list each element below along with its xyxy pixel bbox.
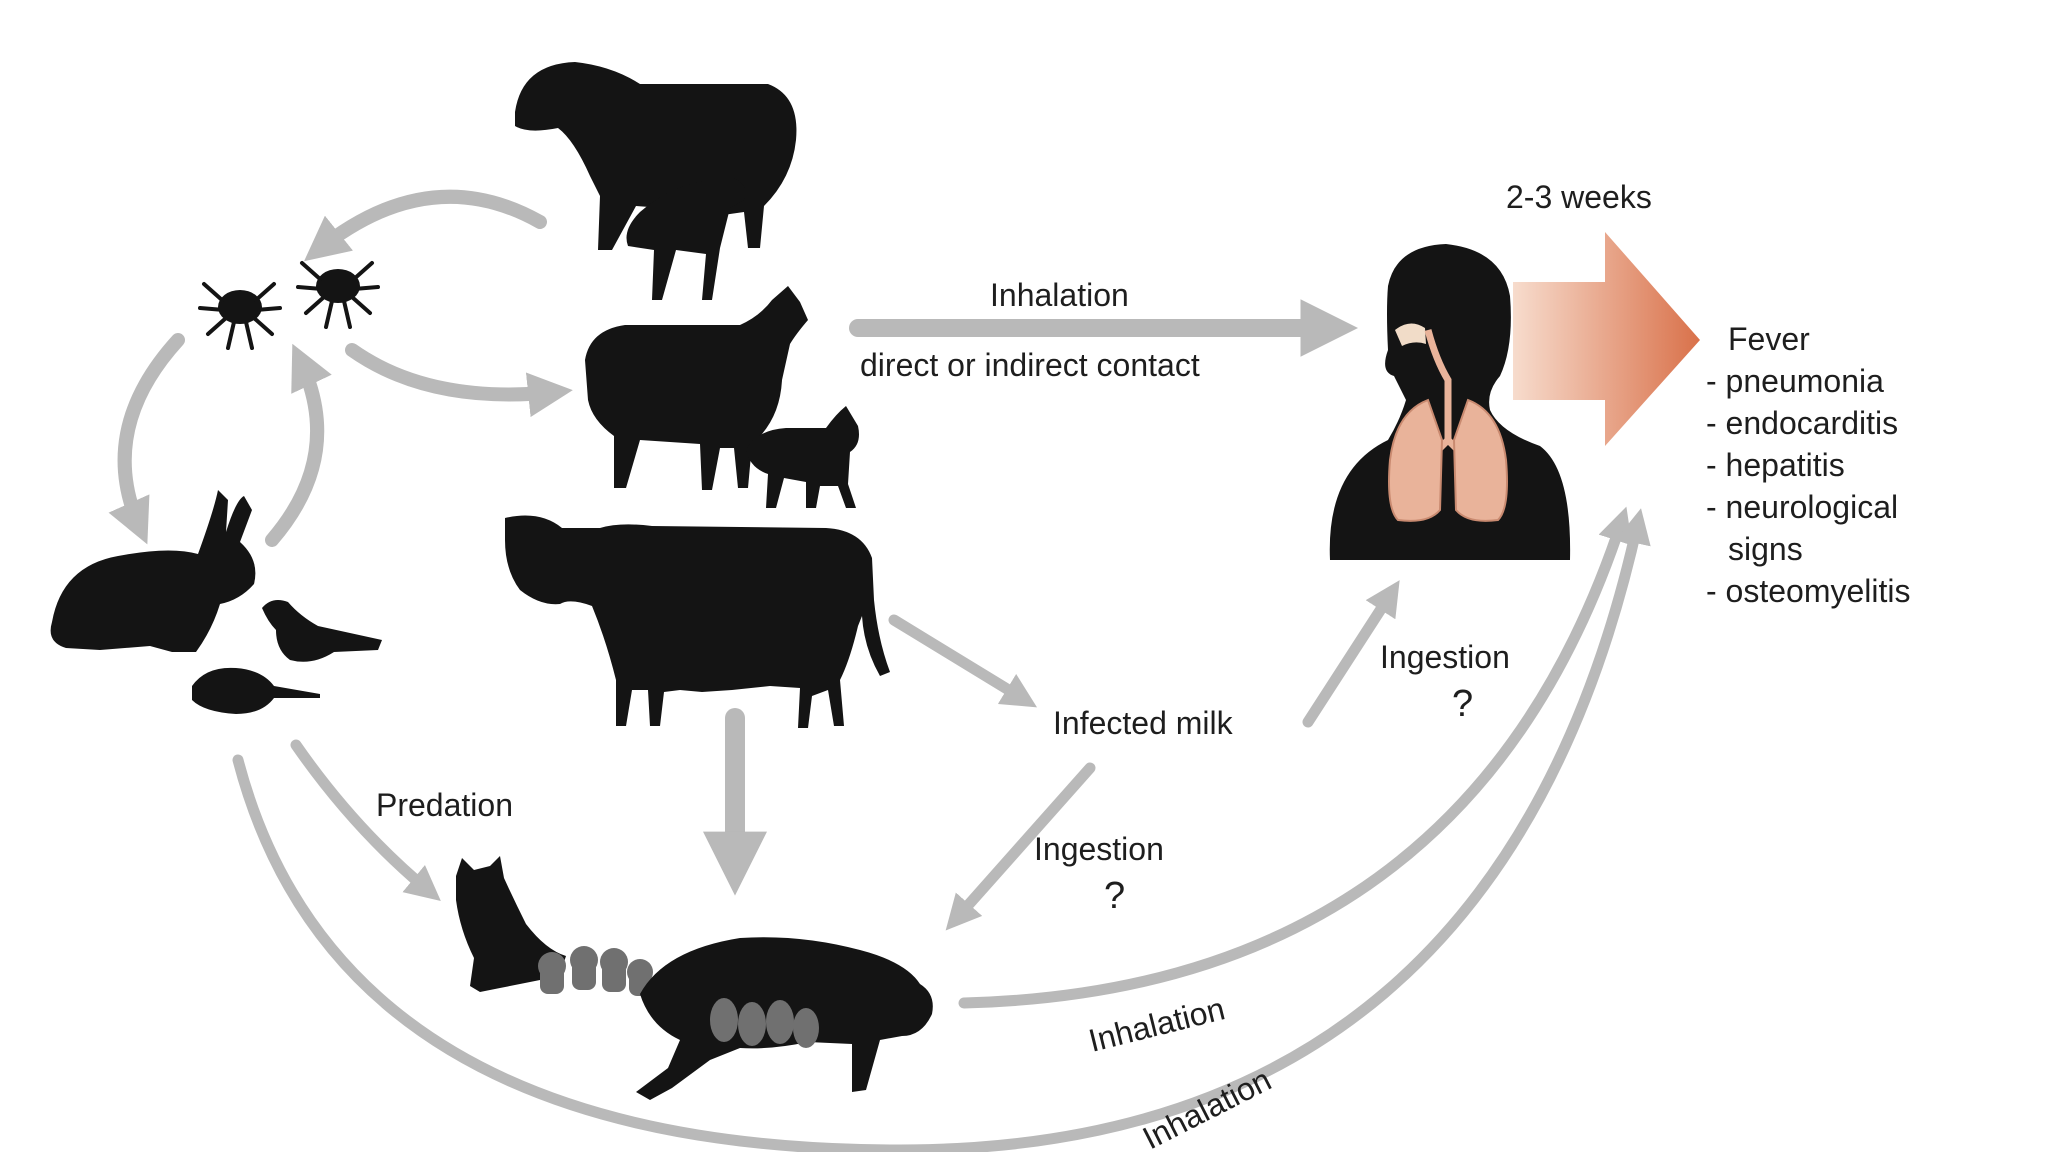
- arrow-milk-to-human: [1302, 580, 1400, 728]
- human-with-lungs-illustration: [1329, 244, 1571, 560]
- lung-left: [1388, 398, 1444, 522]
- symptom-item: - osteomyelitis: [1706, 573, 1911, 609]
- transmission-arrows: [108, 189, 1651, 1152]
- label-ingestion-human: Ingestion: [1380, 639, 1510, 675]
- symptoms-list: Fever - pneumonia - endocarditis - hepat…: [1706, 321, 1911, 609]
- arrow-ticks-to-goat: [345, 343, 573, 418]
- label-ingestion-human-question: ?: [1452, 683, 1473, 725]
- wildlife-silhouettes: [50, 490, 382, 714]
- arrow-cow-to-milk: [888, 614, 1038, 708]
- arrow-predation: [290, 739, 441, 901]
- arrow-sheep-to-ticks: [304, 189, 547, 262]
- label-ingestion-pets: Ingestion: [1034, 831, 1164, 867]
- label-predation: Predation: [376, 787, 513, 823]
- label-contact: direct or indirect contact: [860, 347, 1200, 383]
- label-inhalation-wild: Inhalation: [1137, 1061, 1277, 1152]
- label-infected-milk: Infected milk: [1053, 705, 1234, 741]
- arrow-ticks-to-wildlife: [108, 333, 185, 545]
- sheep-with-lamb-silhouette: [515, 62, 797, 300]
- label-inhalation-pets: Inhalation: [1085, 990, 1228, 1059]
- goat-with-kid-silhouette: [585, 286, 859, 508]
- arrow-wildlife-to-human: [232, 508, 1651, 1152]
- mouse: [192, 667, 320, 714]
- arrow-wildlife-to-ticks: [265, 343, 332, 547]
- arrow-pets-to-human: [958, 506, 1633, 1009]
- label-incubation: 2-3 weeks: [1506, 179, 1652, 215]
- bird: [262, 600, 382, 662]
- arrow-milk-to-pets: [945, 762, 1096, 931]
- label-inhalation-main: Inhalation: [990, 277, 1129, 313]
- cow-silhouette: [505, 515, 890, 728]
- dog-with-puppies-silhouette: [636, 937, 933, 1100]
- incubation-arrow: [1513, 232, 1700, 446]
- symptom-item: - neurological: [1706, 489, 1898, 525]
- label-ingestion-pets-question: ?: [1104, 875, 1125, 917]
- lung-right: [1452, 398, 1508, 522]
- symptom-item: - endocarditis: [1706, 405, 1898, 441]
- symptom-title: Fever: [1728, 321, 1810, 357]
- ticks-silhouette: [198, 261, 380, 350]
- rabbit: [50, 490, 256, 652]
- symptom-item: - pneumonia: [1706, 363, 1884, 399]
- symptom-item: signs: [1728, 531, 1803, 567]
- cat-with-kittens-silhouette: [456, 856, 653, 996]
- symptom-item: - hepatitis: [1706, 447, 1845, 483]
